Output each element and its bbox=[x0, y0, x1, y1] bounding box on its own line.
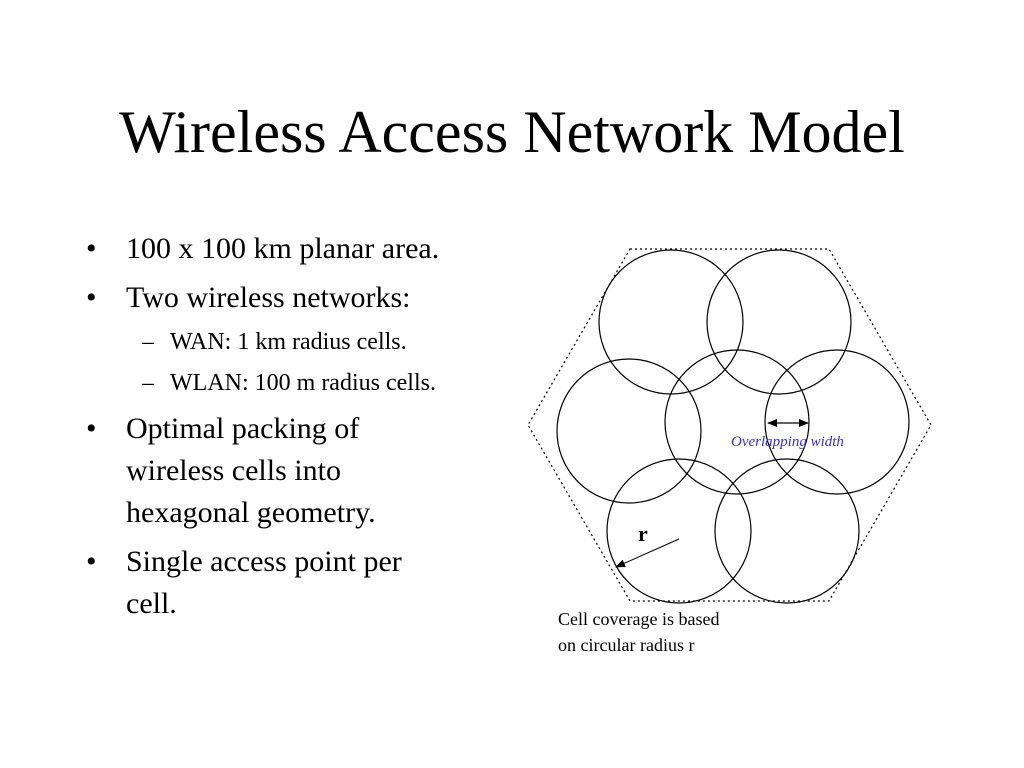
cell-circle bbox=[764, 349, 910, 495]
bullet-mark: • bbox=[86, 232, 97, 265]
radius-arrow bbox=[615, 538, 680, 568]
sub-bullet-mark: – bbox=[142, 370, 154, 396]
cell-circle bbox=[714, 458, 860, 604]
cell-circle bbox=[606, 458, 752, 604]
sub-bullet-text: WAN: 1 km radius cells. bbox=[170, 329, 407, 355]
sub-bullet-text: WLAN: 100 m radius cells. bbox=[170, 370, 436, 396]
bullet-mark: • bbox=[86, 281, 97, 314]
overlap-width-label: Overlapping width bbox=[731, 434, 844, 450]
bullet-text: Optimal packing of wireless cells into h… bbox=[126, 412, 376, 529]
bullet-mark: • bbox=[86, 545, 97, 578]
cell-circle bbox=[706, 249, 852, 395]
bullet-list: • 100 x 100 km planar area. • Two wirele… bbox=[86, 228, 506, 632]
bullet-text: 100 x 100 km planar area. bbox=[126, 232, 440, 265]
caption-line: on circular radius r bbox=[558, 635, 695, 655]
radius-label: r bbox=[638, 521, 648, 546]
cell-circle bbox=[556, 358, 702, 504]
bullet-item: • 100 x 100 km planar area. bbox=[86, 228, 506, 270]
caption-line: Cell coverage is based bbox=[558, 609, 720, 629]
bullet-mark: • bbox=[86, 412, 97, 445]
bullet-item: • Single access point per cell. bbox=[86, 541, 426, 625]
bullet-item: • Optimal packing of wireless cells into… bbox=[86, 408, 426, 534]
hexagon-boundary bbox=[527, 248, 932, 602]
sub-bullet-mark: – bbox=[142, 329, 154, 355]
sub-bullet-item: – WAN: 1 km radius cells. bbox=[86, 326, 506, 359]
cell-circle bbox=[664, 349, 810, 495]
bullet-text: Two wireless networks: bbox=[126, 281, 411, 314]
bullet-text: Single access point per cell. bbox=[126, 545, 402, 620]
hexagonal-cell-diagram: Overlapping width r bbox=[527, 248, 932, 604]
diagram-caption: Cell coverage is based on circular radiu… bbox=[558, 606, 778, 658]
bullet-item: • Two wireless networks: bbox=[86, 277, 506, 319]
sub-bullet-item: – WLAN: 100 m radius cells. bbox=[86, 367, 506, 400]
slide-title: Wireless Access Network Model bbox=[119, 99, 905, 165]
